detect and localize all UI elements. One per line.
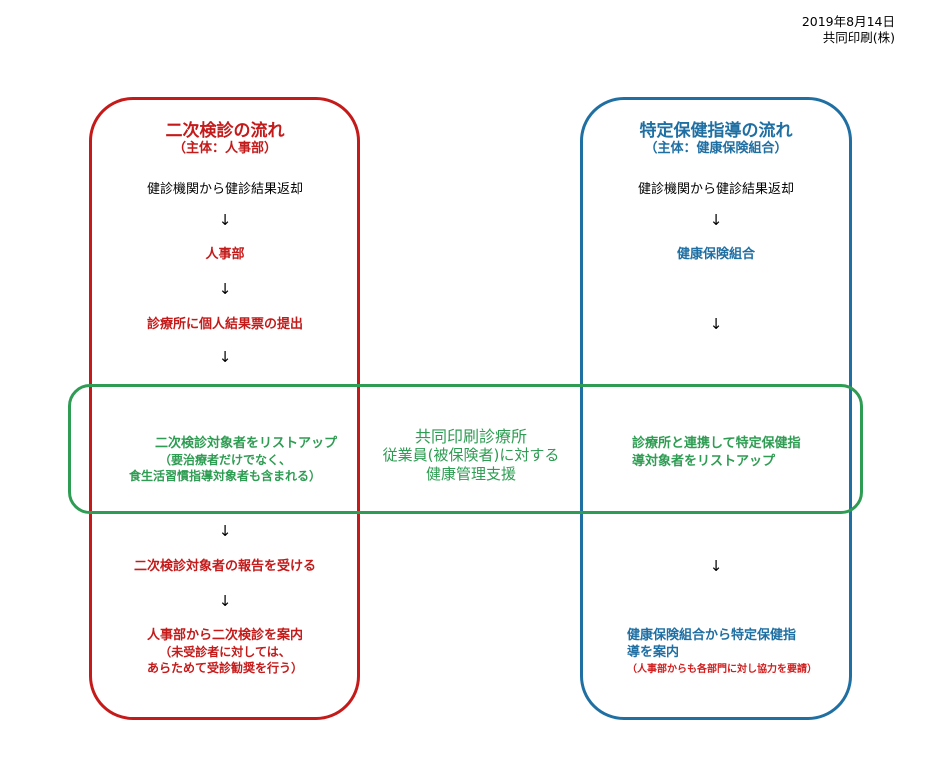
left-step-guide-exam: 人事部から二次検診を案内	[146, 628, 303, 643]
right-arrow-1: ↓	[709, 211, 723, 229]
right-step-guide-1: 健康保険組合から特定保健指	[627, 628, 797, 643]
right-step-guide-2: 導を案内	[627, 645, 680, 660]
left-step-results-returned: 健診機関から健診結果返却	[146, 182, 303, 197]
right-arrow-2: ↓	[709, 315, 723, 333]
secondary-exam-flow-frame	[89, 97, 360, 720]
left-arrow-5: ↓	[218, 592, 232, 610]
left-title: 二次検診の流れ	[165, 121, 285, 141]
left-step-hr: 人事部	[205, 247, 245, 262]
right-arrow-3: ↓	[709, 557, 723, 575]
left-step-guide-note-1: （未受診者に対しては、	[159, 645, 291, 659]
left-step-list-note-1: （要治療者だけでなく、	[158, 453, 291, 467]
right-title: 特定保健指導の流れ	[639, 121, 793, 141]
left-arrow-1: ↓	[218, 211, 232, 229]
center-clinic-name: 共同印刷診療所	[414, 427, 527, 446]
left-step-list-note-2: 食生活習慣指導対象者も含まれる）	[128, 469, 321, 483]
center-support-desc: 健康管理支援	[425, 465, 516, 483]
specific-health-guidance-flow-frame	[580, 97, 852, 720]
left-arrow-4: ↓	[218, 522, 232, 540]
header-date: 2019年8月14日	[801, 14, 895, 29]
clinic-support-frame	[68, 384, 863, 514]
left-arrow-3: ↓	[218, 348, 232, 366]
left-step-receive-report: 二次検診対象者の報告を受ける	[133, 559, 316, 574]
right-step-results-returned: 健診機関から健診結果返却	[637, 182, 794, 197]
right-step-list-targets-2: 導対象者をリストアップ	[632, 454, 776, 469]
right-step-guide-note: （人事部からも各部門に対し協力を要請）	[627, 664, 817, 675]
right-step-insurance-union: 健康保険組合	[676, 247, 755, 262]
left-step-guide-note-2: あらためて受診勧奨を行う）	[146, 661, 303, 675]
left-arrow-2: ↓	[218, 280, 232, 298]
center-support-target: 従業員(被保険者)に対する	[382, 446, 560, 464]
header-company: 共同印刷(株)	[822, 30, 895, 45]
left-step-list-targets: 二次検診対象者をリストアップ	[154, 436, 337, 451]
right-step-list-targets-1: 診療所と連携して特定保健指	[632, 436, 801, 451]
left-step-submit-results: 診療所に個人結果票の提出	[146, 317, 303, 332]
left-subtitle: （主体：人事部）	[172, 141, 277, 156]
right-subtitle: （主体：健康保険組合）	[644, 141, 788, 156]
header: 2019年8月14日 共同印刷(株)	[802, 14, 895, 46]
